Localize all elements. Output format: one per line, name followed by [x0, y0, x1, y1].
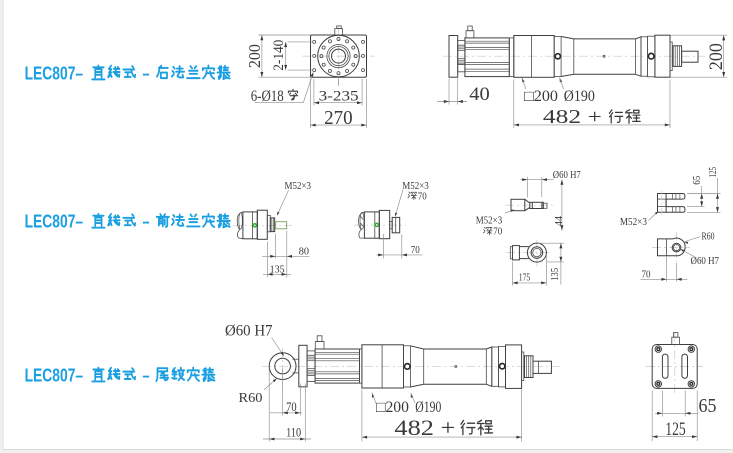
svg-text:65: 65	[692, 176, 703, 185]
svg-text:40: 40	[469, 85, 490, 105]
svg-text:M52×3: M52×3	[402, 181, 429, 192]
svg-text:135: 135	[270, 264, 285, 276]
svg-text:70: 70	[286, 399, 297, 414]
svg-text:LEC807–: LEC807–	[25, 365, 84, 385]
svg-text:110: 110	[286, 424, 301, 439]
svg-text:Ø190: Ø190	[564, 88, 595, 105]
svg-text:Ø60 H7: Ø60 H7	[691, 256, 720, 267]
svg-text:200: 200	[245, 44, 264, 68]
svg-text:80: 80	[299, 246, 309, 257]
svg-text:–: –	[143, 212, 150, 232]
svg-text:–: –	[143, 63, 150, 83]
svg-text:Ø60 H7: Ø60 H7	[225, 323, 273, 340]
svg-text:6-Ø18: 6-Ø18	[251, 88, 284, 105]
svg-text:□200: □200	[376, 399, 409, 416]
svg-text:Ø60 H7: Ø60 H7	[553, 170, 581, 181]
svg-text:Ø190: Ø190	[415, 399, 441, 416]
svg-text:M52×3: M52×3	[285, 181, 312, 192]
svg-text:135: 135	[550, 268, 561, 281]
svg-text:482 +: 482 +	[394, 415, 455, 440]
svg-text:M52×3: M52×3	[476, 216, 503, 227]
svg-text:70: 70	[411, 245, 420, 256]
svg-text:65: 65	[699, 395, 717, 417]
svg-text:270: 270	[324, 107, 353, 129]
svg-text:R60: R60	[239, 391, 263, 406]
svg-text:□200: □200	[524, 88, 558, 105]
svg-text:125: 125	[665, 420, 686, 440]
svg-text:LEC807–: LEC807–	[25, 63, 84, 83]
svg-text:M52×3: M52×3	[620, 217, 647, 228]
svg-text:125: 125	[708, 167, 719, 178]
svg-text:70: 70	[642, 269, 651, 280]
svg-text:200: 200	[706, 43, 727, 70]
svg-text:70: 70	[418, 192, 427, 203]
svg-text:R60: R60	[702, 232, 715, 243]
svg-text:2-140: 2-140	[271, 40, 287, 71]
svg-text:3-235: 3-235	[319, 88, 359, 104]
svg-text:44: 44	[554, 216, 565, 226]
svg-text:–: –	[143, 365, 150, 385]
svg-text:175: 175	[519, 272, 531, 284]
svg-text:482 +: 482 +	[543, 106, 602, 128]
svg-text:70: 70	[493, 227, 502, 238]
svg-text:LEC807–: LEC807–	[25, 212, 84, 232]
